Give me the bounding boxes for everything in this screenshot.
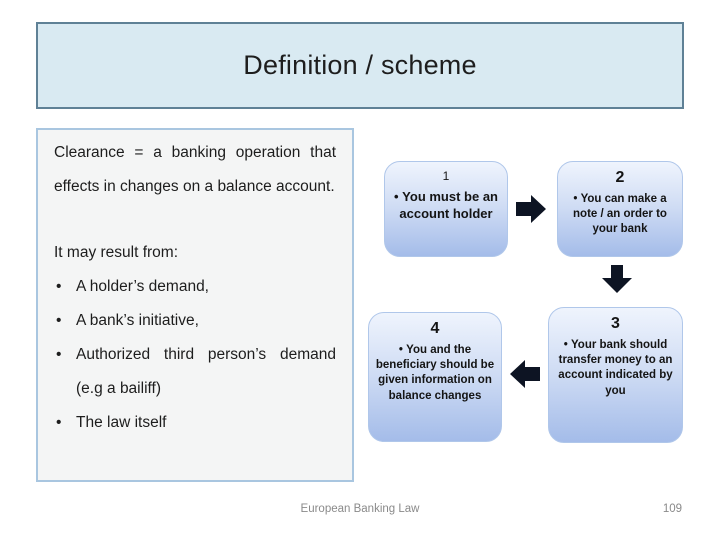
step-text: You can make a note / an order to your b… bbox=[564, 192, 676, 238]
step-text: Your bank should transfer money to an ac… bbox=[555, 338, 676, 399]
step-number: 1 bbox=[442, 169, 450, 183]
step-text: You and the beneficiary should be given … bbox=[375, 343, 495, 404]
definition-bullet-list: A holder’s demand, A bank’s initiative, … bbox=[54, 270, 336, 440]
step-number: 3 bbox=[611, 315, 620, 332]
list-item: The law itself bbox=[54, 406, 336, 440]
definition-lead-in: It may result from: bbox=[54, 244, 179, 261]
step-number: 4 bbox=[430, 320, 440, 337]
step-text: You must be an account holder bbox=[391, 188, 501, 222]
arrow-left-icon bbox=[510, 359, 540, 389]
footer-page-number: 109 bbox=[662, 503, 682, 515]
page-title: Definition / scheme bbox=[243, 50, 477, 80]
scheme-step-2: 2 You can make a note / an order to your… bbox=[557, 161, 683, 257]
scheme-step-1: 1 You must be an account holder bbox=[384, 161, 508, 257]
step-number: 2 bbox=[615, 169, 625, 186]
definition-box: Clearance = a banking operation that eff… bbox=[36, 128, 354, 482]
scheme-step-3: 3 Your bank should transfer money to an … bbox=[548, 307, 683, 443]
definition-paragraph: Clearance = a banking operation that eff… bbox=[54, 144, 336, 195]
arrow-right-icon bbox=[516, 194, 546, 224]
list-item: A holder’s demand, bbox=[54, 270, 336, 304]
list-item: A bank’s initiative, bbox=[54, 304, 336, 338]
scheme-step-4: 4 You and the beneficiary should be give… bbox=[368, 312, 502, 442]
footer-course-title: European Banking Law bbox=[300, 503, 420, 515]
slide-title-banner: Definition / scheme bbox=[36, 22, 684, 109]
arrow-down-icon bbox=[601, 265, 633, 294]
list-item: Authorized third person’s demand (e.g a … bbox=[54, 338, 336, 406]
